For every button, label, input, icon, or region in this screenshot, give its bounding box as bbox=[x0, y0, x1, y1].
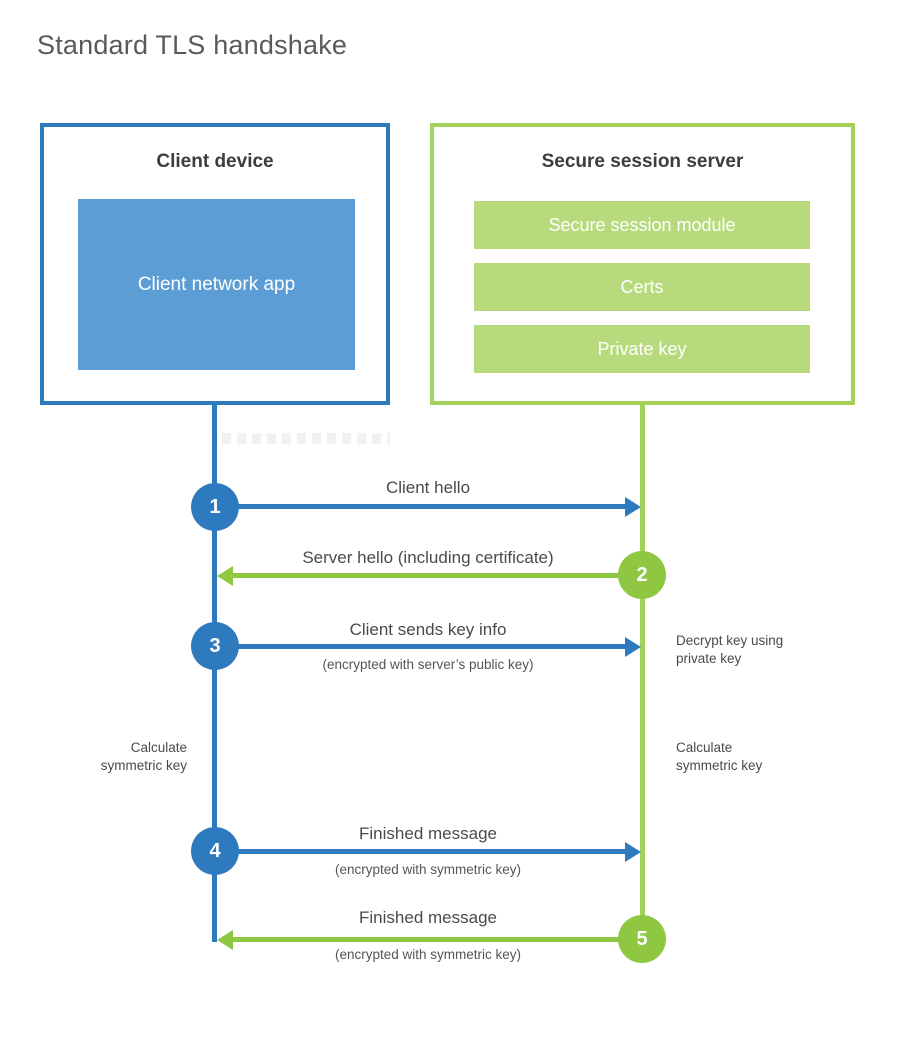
arrow-right-icon bbox=[625, 497, 641, 517]
arrow-finished-message-server bbox=[233, 937, 642, 942]
step-1-badge: 1 bbox=[191, 483, 239, 531]
client-network-app-box: Client network app bbox=[78, 199, 355, 370]
arrow-left-icon bbox=[217, 930, 233, 950]
client-lifeline bbox=[212, 405, 217, 942]
step-5-badge: 5 bbox=[618, 915, 666, 963]
calculate-symmetric-key-note-server: Calculate symmetric key bbox=[676, 740, 763, 773]
faint-dashed-line bbox=[222, 433, 390, 444]
message-4-label: Finished message bbox=[359, 824, 497, 843]
message-1-label: Client hello bbox=[385, 478, 471, 497]
message-5-label: Finished message bbox=[359, 908, 497, 927]
page-title: Standard TLS handshake bbox=[37, 30, 348, 60]
calculate-symmetric-key-note-client: Calculate symmetric key bbox=[100, 740, 187, 773]
arrow-client-hello bbox=[215, 504, 627, 509]
client-network-app-label: Client network app bbox=[137, 273, 296, 295]
server-module-secure-session-module: Secure session module bbox=[474, 201, 810, 249]
step-4-badge: 4 bbox=[191, 827, 239, 875]
server-module-private-key: Private key bbox=[474, 325, 810, 373]
message-4-sublabel: (encrypted with symmetric key) bbox=[334, 862, 522, 877]
arrow-right-icon bbox=[625, 637, 641, 657]
decrypt-key-note: Decrypt key using private key bbox=[676, 633, 784, 666]
arrow-finished-message-client bbox=[215, 849, 627, 854]
arrow-client-key-info bbox=[215, 644, 627, 649]
secure-session-server-title: Secure session server bbox=[541, 151, 744, 172]
server-module-certs: Certs bbox=[474, 263, 810, 311]
client-device-title: Client device bbox=[156, 151, 274, 172]
step-3-badge: 3 bbox=[191, 622, 239, 670]
arrow-server-hello bbox=[233, 573, 642, 578]
arrow-left-icon bbox=[217, 566, 233, 586]
message-3-label: Client sends key info bbox=[349, 620, 507, 639]
server-lifeline bbox=[640, 405, 645, 939]
message-3-sublabel: (encrypted with server’s public key) bbox=[322, 657, 534, 672]
message-5-sublabel: (encrypted with symmetric key) bbox=[334, 947, 522, 962]
message-2-label: Server hello (including certificate) bbox=[302, 548, 554, 567]
step-2-badge: 2 bbox=[618, 551, 666, 599]
arrow-right-icon bbox=[625, 842, 641, 862]
